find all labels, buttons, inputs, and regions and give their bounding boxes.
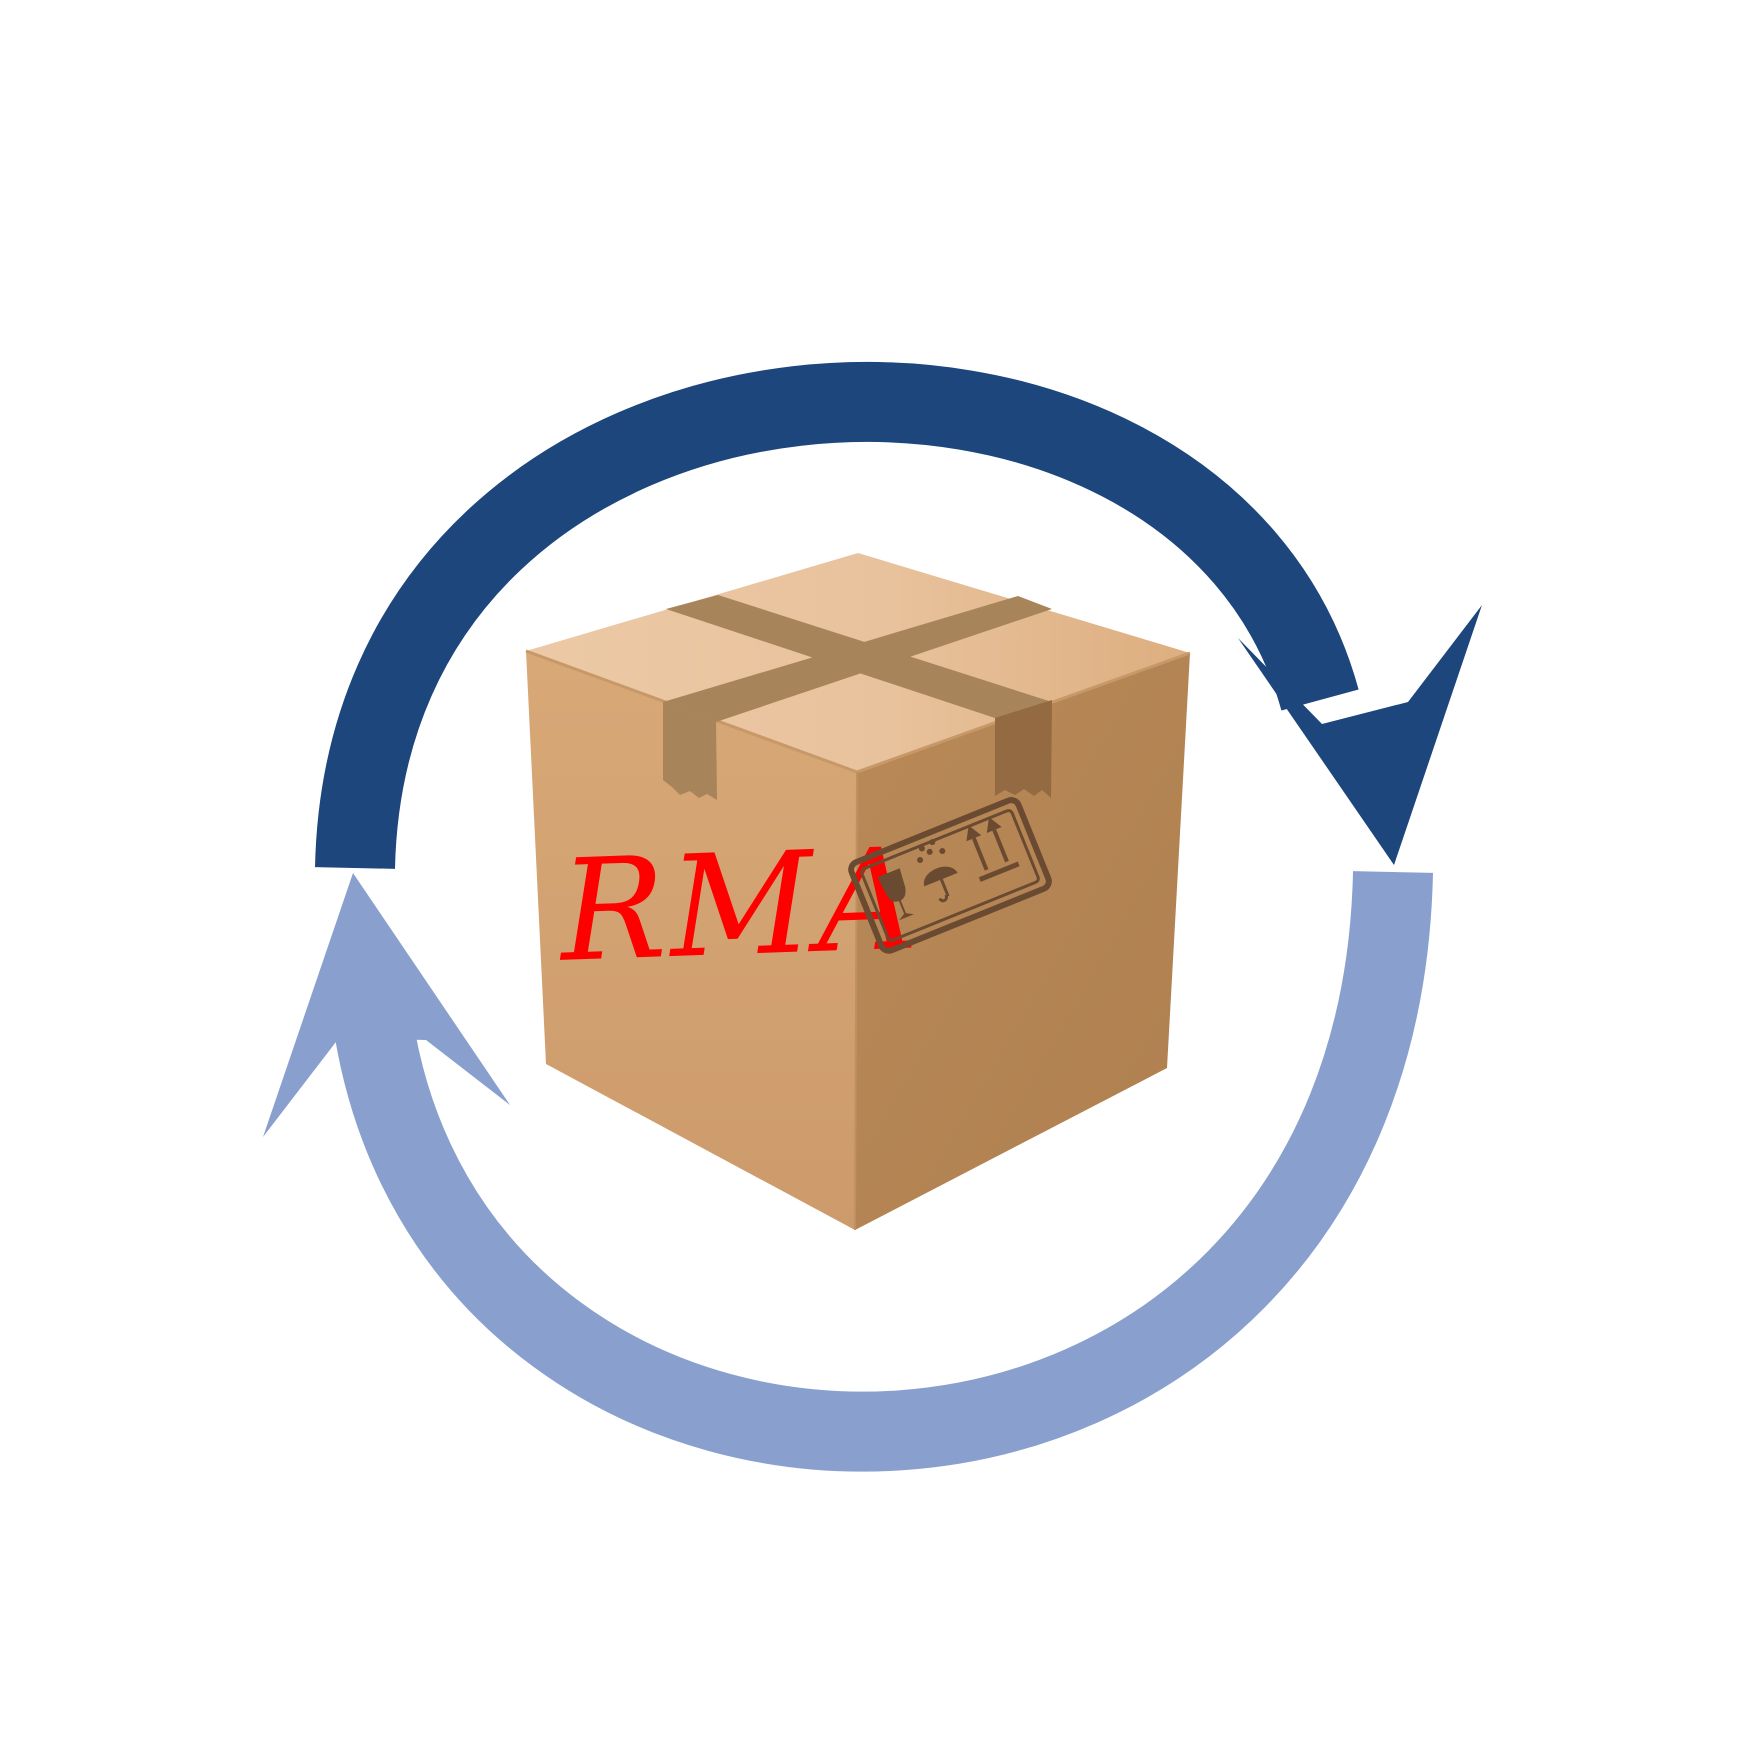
box-left-face — [526, 651, 857, 1230]
box-front-edge — [854, 771, 858, 1231]
tape-strip-b — [663, 596, 1052, 722]
fragile-glass-icon — [877, 868, 914, 921]
arrow-top-body — [315, 362, 1359, 869]
arrow-bottom-head — [263, 873, 510, 1137]
arrow-bottom-body — [330, 871, 1433, 1472]
rma-label: RMA — [555, 818, 925, 994]
tape-flap-left — [663, 702, 717, 800]
handling-symbols-icon — [848, 797, 1052, 954]
cardboard-box-icon: RMA — [525, 553, 1191, 1231]
umbrella-keep-dry-icon — [917, 839, 958, 903]
box-right-face — [855, 653, 1190, 1230]
tape-flap-right — [995, 700, 1052, 798]
arrow-top-head — [1238, 605, 1482, 865]
this-side-up-icon — [966, 817, 1020, 882]
counterclockwise-arrow-icon — [263, 871, 1433, 1472]
clockwise-arrow-icon — [315, 362, 1482, 869]
